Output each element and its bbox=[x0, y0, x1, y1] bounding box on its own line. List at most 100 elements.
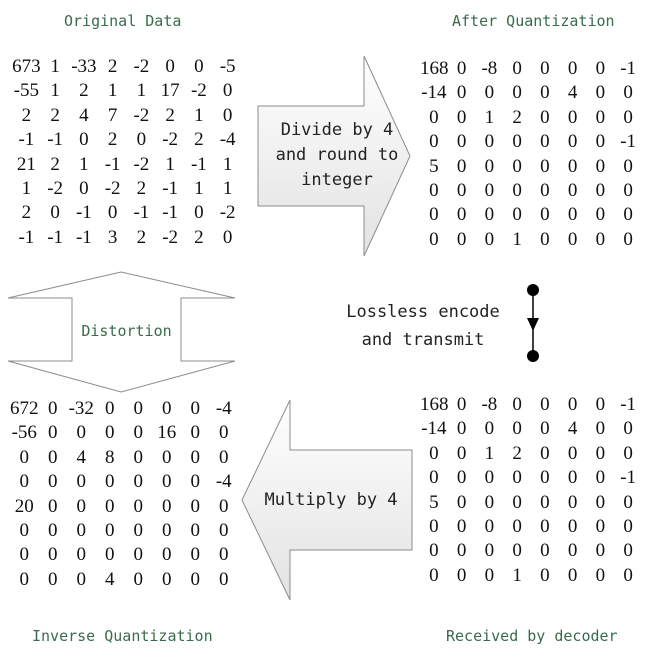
matrix-cell: -2 bbox=[104, 178, 121, 199]
divide-label-line-2: and round to bbox=[275, 145, 399, 165]
matrix-cell: 0 bbox=[623, 180, 633, 201]
matrix-cell: -4 bbox=[215, 471, 232, 493]
matrix-cell: 0 bbox=[429, 131, 439, 153]
matrix-cell: 0 bbox=[133, 398, 144, 419]
matrix-cell: 0 bbox=[512, 180, 522, 201]
matrix-cell: 4 bbox=[567, 82, 578, 104]
matrix-cell: 0 bbox=[540, 106, 550, 128]
matrix-cell: 0 bbox=[162, 471, 172, 493]
matrix-cell: 0 bbox=[623, 82, 633, 104]
matrix-cell: 0 bbox=[540, 394, 550, 415]
matrix-cell: -2 bbox=[162, 129, 179, 151]
matrix-cell: 0 bbox=[48, 568, 58, 590]
matrix-cell: 5 bbox=[429, 491, 439, 513]
matrix-cell: 0 bbox=[595, 394, 606, 415]
matrix-cell: -55 bbox=[13, 80, 40, 102]
matrix-cell: 0 bbox=[76, 568, 87, 590]
matrix-cell: 0 bbox=[107, 202, 118, 224]
matrix-cell: 2 bbox=[21, 104, 32, 126]
matrix-cell: 20 bbox=[14, 495, 34, 517]
matrix-cell: 2 bbox=[50, 153, 60, 175]
matrix-cell: 0 bbox=[540, 82, 550, 104]
matrix-cell: 0 bbox=[512, 82, 522, 104]
matrix-cell: 0 bbox=[595, 58, 606, 79]
encode-label: Lossless encode and transmit bbox=[338, 298, 508, 354]
matrix-cell: 0 bbox=[48, 398, 58, 419]
matrix-cell: 2 bbox=[165, 104, 175, 126]
matrix-cell: -5 bbox=[219, 56, 236, 77]
matrix-cell: 8 bbox=[105, 446, 115, 468]
matrix-cell: 4 bbox=[76, 446, 87, 468]
matrix-cell: 0 bbox=[595, 540, 606, 562]
matrix-cell: 2 bbox=[136, 178, 147, 199]
matrix-cell: -1 bbox=[104, 153, 121, 175]
divide-label-line-3: integer bbox=[301, 170, 373, 190]
divide-arrow bbox=[257, 55, 411, 257]
matrix-cell: 0 bbox=[484, 418, 495, 440]
matrix-cell: 0 bbox=[456, 155, 467, 177]
matrix-cell: 0 bbox=[567, 516, 578, 537]
matrix-cell: 0 bbox=[190, 544, 201, 566]
matrix-cell: -2 bbox=[190, 80, 207, 102]
matrix-cell: 0 bbox=[105, 544, 115, 566]
matrix-cell: 0 bbox=[484, 491, 495, 513]
matrix-cell: 1 bbox=[165, 153, 175, 175]
matrix-cell: 0 bbox=[79, 129, 89, 151]
matrix-cell: 0 bbox=[567, 540, 578, 562]
matrix-cell: 0 bbox=[105, 398, 115, 419]
matrix-cell: 0 bbox=[190, 471, 201, 493]
matrix-cell: 0 bbox=[623, 516, 633, 537]
matrix-cell: -33 bbox=[71, 56, 97, 77]
matrix-cell: -2 bbox=[162, 226, 179, 248]
matrix-cell: 1 bbox=[50, 56, 60, 77]
matrix-cell: 0 bbox=[595, 516, 606, 537]
matrix-cell: 0 bbox=[512, 540, 522, 562]
matrix-cell: -2 bbox=[219, 202, 236, 224]
matrix-cell: 0 bbox=[456, 82, 467, 104]
matrix-cell: 0 bbox=[429, 204, 439, 226]
matrix-cell: 0 bbox=[567, 228, 578, 250]
matrix-cell: 0 bbox=[456, 106, 467, 128]
matrix-cell: 0 bbox=[623, 540, 633, 562]
matrix-cell: 0 bbox=[429, 106, 439, 128]
matrix-cell: 0 bbox=[540, 467, 550, 489]
matrix-cell: 1 bbox=[50, 80, 60, 102]
matrix-cell: 0 bbox=[190, 398, 201, 419]
original-data-title: Original Data bbox=[64, 12, 182, 30]
matrix-cell: 0 bbox=[219, 495, 229, 517]
matrix-cell: 0 bbox=[540, 58, 550, 79]
matrix-cell: 0 bbox=[512, 58, 522, 79]
matrix-cell: 0 bbox=[595, 82, 606, 104]
matrix-cell: 1 bbox=[107, 80, 118, 102]
matrix-cell: 0 bbox=[429, 228, 439, 250]
multiply-arrow bbox=[241, 399, 413, 601]
matrix-cell: 0 bbox=[165, 56, 175, 77]
matrix-cell: 1 bbox=[194, 104, 204, 126]
matrix-cell: 0 bbox=[76, 544, 87, 566]
matrix-cell: 0 bbox=[105, 471, 115, 493]
matrix-cell: 7 bbox=[107, 104, 118, 126]
matrix-cell: 0 bbox=[48, 544, 58, 566]
distortion-double-arrow bbox=[7, 271, 236, 393]
matrix-cell: 0 bbox=[105, 495, 115, 517]
matrix-cell: 0 bbox=[456, 564, 467, 586]
matrix-cell: 0 bbox=[623, 155, 633, 177]
matrix-cell: 0 bbox=[190, 568, 201, 590]
matrix-cell: -2 bbox=[133, 104, 150, 126]
matrix-cell: 0 bbox=[456, 131, 467, 153]
